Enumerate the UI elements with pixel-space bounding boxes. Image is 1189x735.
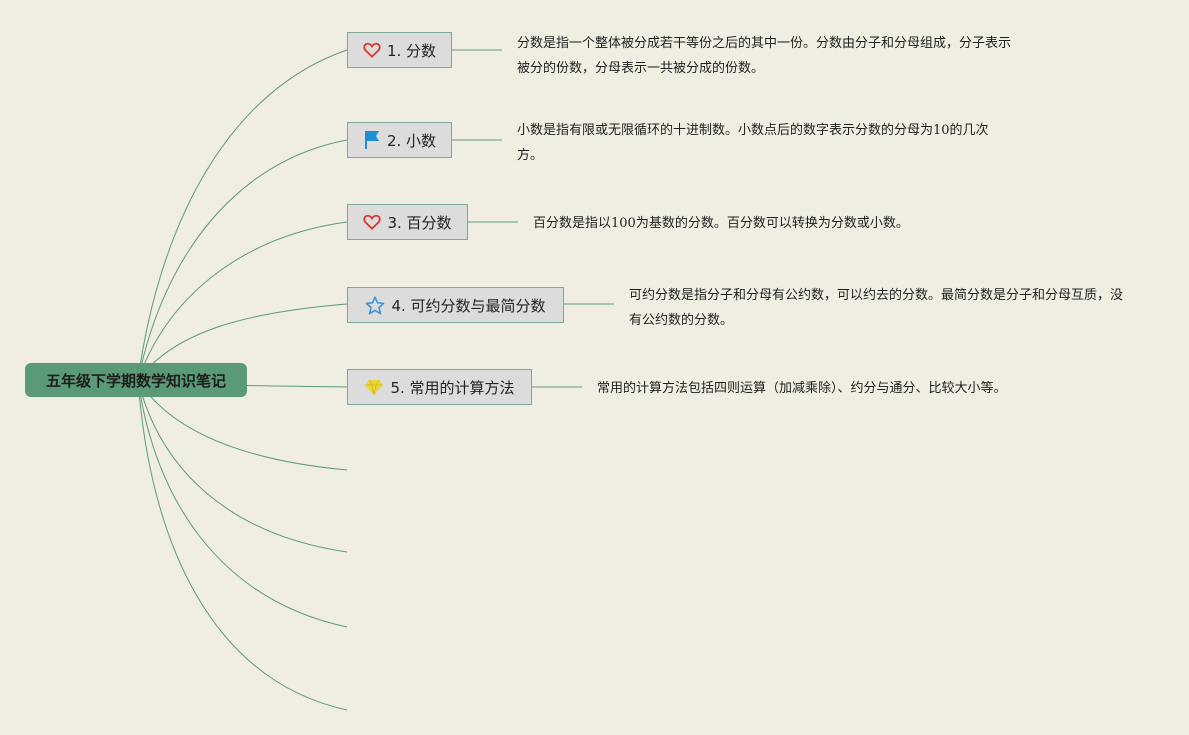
branch-line-empty-3 xyxy=(137,379,348,628)
topic-note-calculation-methods: 常用的计算方法包括四则运算（加减乘除）、约分与通分、比较大小等。 xyxy=(597,381,1007,396)
heart-icon xyxy=(363,214,382,230)
topic-node-percent[interactable]: 3. 百分数 xyxy=(347,204,468,240)
branch-line-2 xyxy=(137,139,348,381)
root-label: 五年级下学期数学知识笔记 xyxy=(45,371,226,390)
topic-label: 2. 小数 xyxy=(386,131,437,150)
root-node[interactable]: 五年级下学期数学知识笔记 xyxy=(25,363,247,397)
branch-line-empty-4 xyxy=(137,379,348,711)
branch-line-3 xyxy=(137,221,348,381)
heart-icon xyxy=(363,42,381,58)
branch-line-empty-2 xyxy=(137,379,348,553)
topic-label: 4. 可约分数与最简分数 xyxy=(391,296,546,315)
topic-label: 1. 分数 xyxy=(386,41,437,60)
star-icon xyxy=(365,295,385,315)
topic-node-reducible-fraction[interactable]: 4. 可约分数与最简分数 xyxy=(347,287,564,323)
topic-note-percent: 百分数是指以100为基数的分数。百分数可以转换为分数或小数。 xyxy=(533,216,909,231)
flag-icon xyxy=(363,130,381,150)
topic-node-fraction[interactable]: 1. 分数 xyxy=(347,32,452,68)
topic-label: 3. 百分数 xyxy=(387,213,452,232)
topic-label: 5. 常用的计算方法 xyxy=(390,378,515,397)
branch-line-1 xyxy=(137,49,348,381)
topic-note-reducible-fraction: 可约分数是指分子和分母有公约数，可以约去的分数。最简分数是分子和分母互质，没有公… xyxy=(629,288,1124,328)
topic-note-decimal: 小数是指有限或无限循环的十进制数。小数点后的数字表示分数的分母为10的几次方。 xyxy=(517,123,989,163)
gem-icon xyxy=(364,378,384,396)
topic-node-decimal[interactable]: 2. 小数 xyxy=(347,122,452,158)
topic-note-fraction: 分数是指一个整体被分成若干等份之后的其中一份。分数由分子和分母组成，分子表示被分… xyxy=(517,36,1012,76)
branch-line-4 xyxy=(137,303,348,381)
branch-line-empty-1 xyxy=(137,379,348,471)
topic-node-calculation-methods[interactable]: 5. 常用的计算方法 xyxy=(347,369,532,405)
